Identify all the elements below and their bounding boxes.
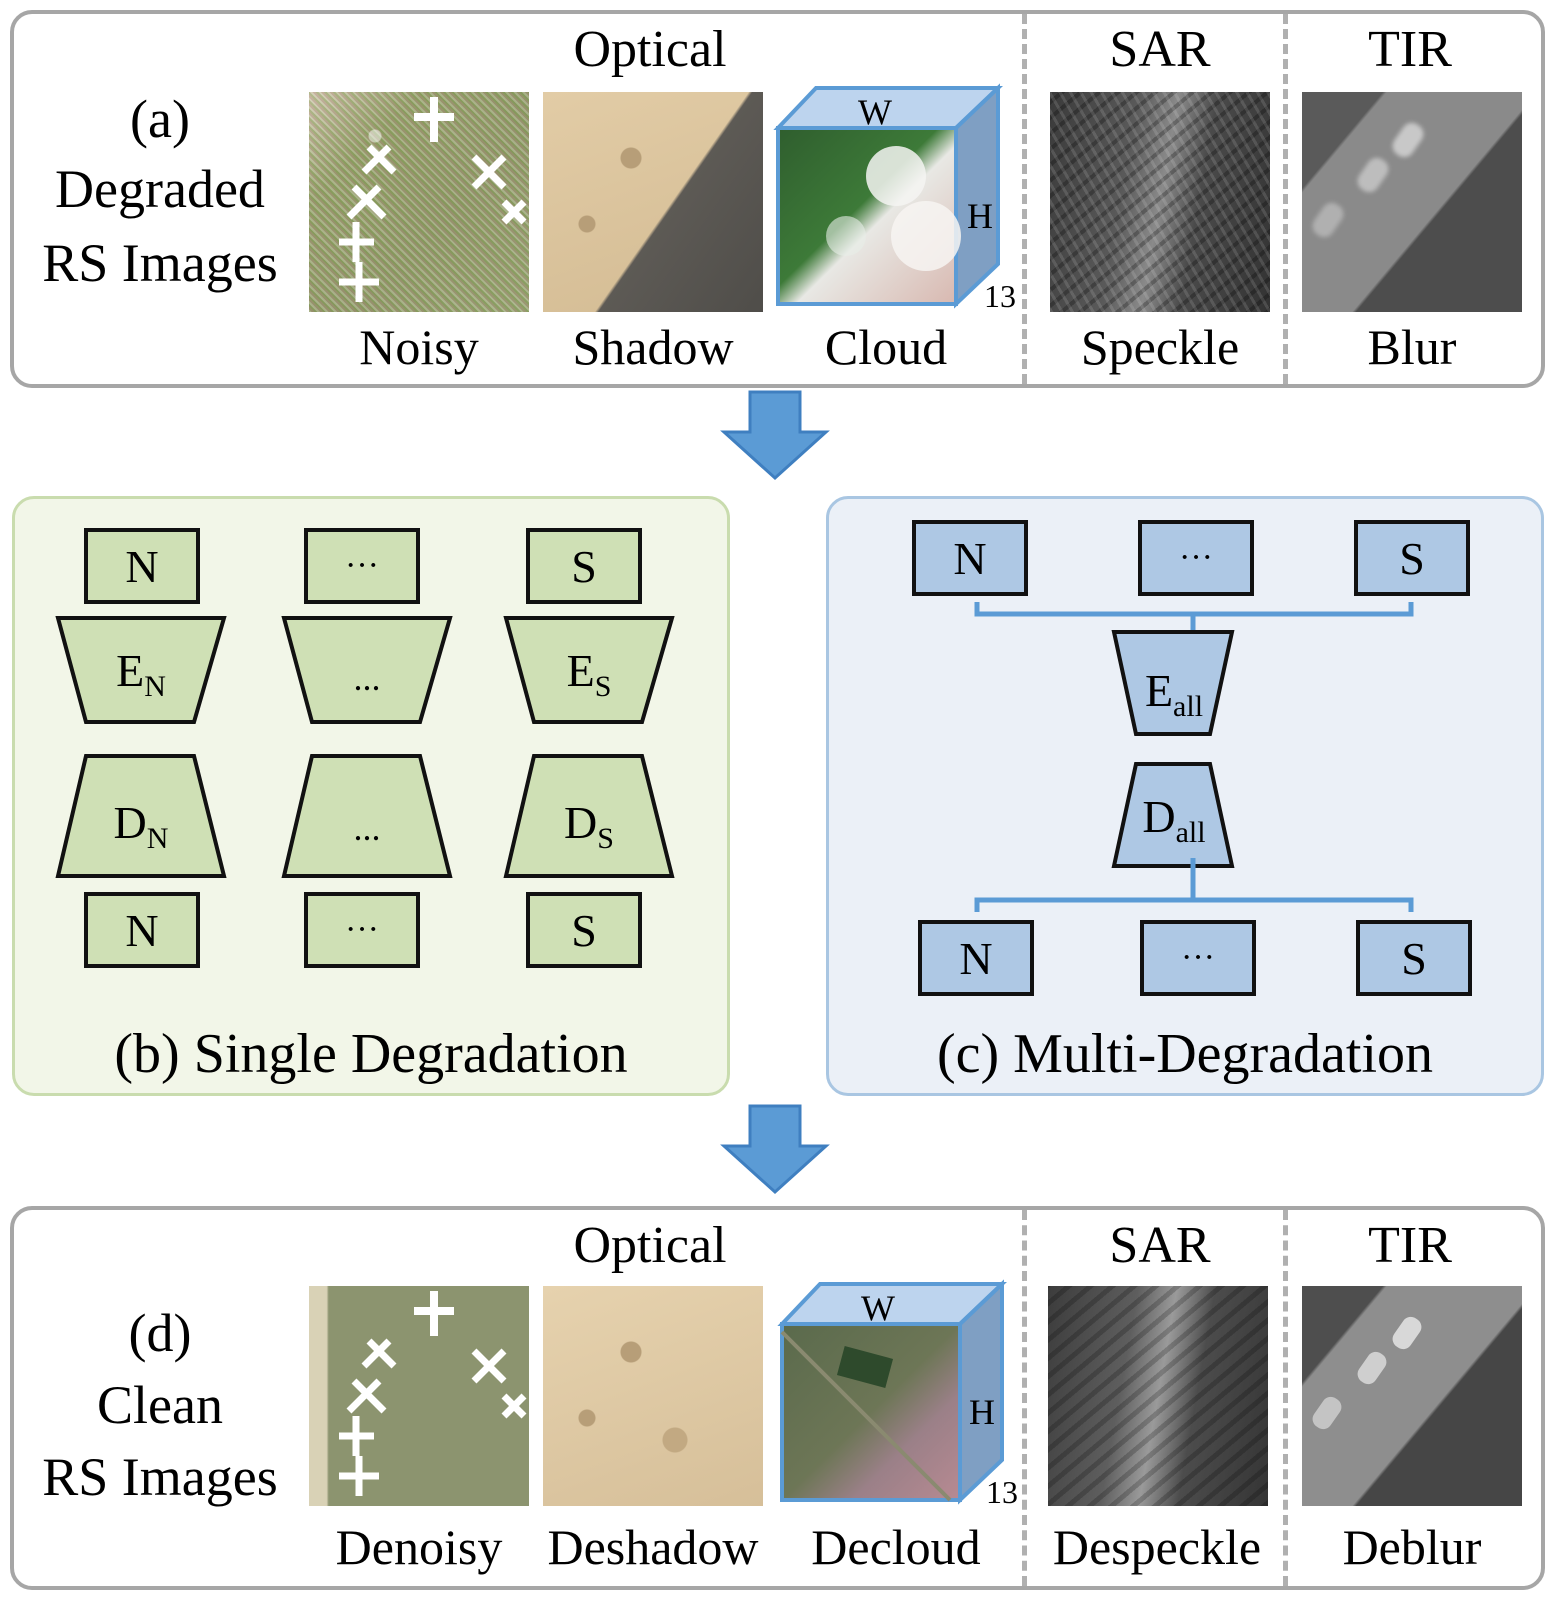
encoder-label-more: ... [353, 658, 381, 698]
decoder-subscript: N [146, 822, 169, 855]
caption-denoisy: Denoisy [335, 1519, 503, 1575]
panel-d-clean [10, 1206, 1545, 1590]
divider-dashed [1283, 14, 1288, 384]
encoder-trapezoid [55, 616, 227, 724]
cloud-cube [773, 83, 1003, 309]
group-tir-label: TIR [1368, 1217, 1452, 1274]
encoder-trapezoid [1111, 630, 1235, 736]
output-box-s: S [526, 892, 642, 968]
output-connector [974, 858, 1414, 912]
down-arrow-icon [720, 1104, 830, 1195]
decoder-letter: D [564, 797, 598, 848]
car-icon [1388, 118, 1428, 162]
panel-c-title: (c) Multi-Degradation [936, 1023, 1434, 1085]
decoder-subscript: all [1175, 816, 1206, 849]
decoder-subscript: S [597, 822, 614, 855]
divider-dashed [1283, 1210, 1288, 1586]
encoder-label-n: EN [86, 648, 196, 702]
airplanes-icon [339, 1291, 527, 1496]
decloud-cube [777, 1279, 1007, 1505]
input-box-n: N [912, 520, 1028, 596]
denoisy-image [309, 1286, 529, 1506]
decoder-trapezoid [55, 754, 227, 878]
car-icon [1354, 1348, 1390, 1388]
cube-h-label: H [967, 196, 993, 236]
airplanes-icon [339, 97, 527, 302]
decoder-label-n: DN [86, 800, 196, 854]
encoder-subscript: S [594, 670, 612, 703]
divider-dashed [1022, 14, 1027, 384]
down-arrow-icon [720, 390, 830, 481]
divider-dashed [1022, 1210, 1027, 1586]
deshadow-image [543, 1286, 763, 1506]
panel-a-label: (a) [130, 89, 190, 149]
caption-blur: Blur [1367, 319, 1457, 375]
caption-deshadow: Deshadow [547, 1519, 759, 1575]
input-box-s: S [1354, 520, 1470, 596]
cube-h-label: H [969, 1392, 995, 1432]
decoder-label-all: Dall [1128, 794, 1220, 848]
group-tir-label: TIR [1368, 21, 1452, 78]
group-optical-label: Optical [573, 21, 727, 78]
encoder-letter: E [566, 645, 595, 696]
cube-w-label: W [858, 92, 892, 132]
panel-d-label: (d) [128, 1303, 192, 1363]
encoder-subscript: N [144, 670, 166, 703]
output-box-n: N [918, 920, 1034, 996]
cube-w-label: W [861, 1288, 895, 1328]
caption-speckle: Speckle [1080, 319, 1240, 375]
car-icon [1353, 153, 1393, 197]
encoder-subscript: all [1173, 690, 1204, 723]
decoder-label-s: DS [534, 800, 644, 854]
output-box-more: ··· [304, 892, 420, 968]
deblur-image [1302, 1286, 1522, 1506]
encoder-label-all: Eall [1128, 668, 1220, 722]
caption-noisy: Noisy [359, 319, 479, 375]
car-icon [1308, 198, 1348, 242]
panel-b-title: (b) Single Degradation [114, 1023, 628, 1085]
caption-cloud: Cloud [824, 319, 948, 375]
decoder-trapezoid [503, 754, 675, 878]
output-box-s: S [1356, 920, 1472, 996]
encoder-trapezoid [503, 616, 675, 724]
shadow-image [543, 92, 763, 312]
input-box-s: S [526, 528, 642, 604]
noisy-image [309, 92, 529, 312]
group-sar-label: SAR [1109, 1217, 1211, 1274]
cube-bands-label: 13 [986, 1474, 1018, 1510]
despeckle-image [1048, 1286, 1268, 1506]
group-sar-label: SAR [1109, 21, 1211, 78]
caption-shadow: Shadow [572, 319, 734, 375]
output-box-n: N [84, 892, 200, 968]
blur-image [1302, 92, 1522, 312]
panel-d-title-line1: Clean [97, 1375, 223, 1435]
decoder-label-more: ... [353, 808, 381, 848]
panel-a-title-line2: RS Images [42, 233, 278, 293]
encoder-letter: E [1144, 665, 1174, 716]
panel-a-title-line1: Degraded [55, 159, 265, 219]
encoder-label-s: ES [534, 648, 644, 702]
input-box-more: ··· [304, 528, 420, 604]
encoder-trapezoid [281, 616, 453, 724]
caption-deblur: Deblur [1342, 1519, 1482, 1575]
car-icon [1309, 1393, 1345, 1433]
encoder-letter: E [116, 645, 145, 696]
decoder-letter: D [113, 797, 147, 848]
decoder-trapezoid [281, 754, 453, 878]
speckle-image [1050, 92, 1270, 312]
group-optical-label: Optical [573, 1217, 727, 1274]
output-box-more: ··· [1140, 920, 1256, 996]
caption-decloud: Decloud [811, 1519, 981, 1575]
caption-despeckle: Despeckle [1052, 1519, 1262, 1575]
input-box-n: N [84, 528, 200, 604]
decoder-trapezoid [1111, 762, 1235, 868]
cube-bands-label: 13 [984, 278, 1016, 314]
car-icon [1389, 1313, 1425, 1353]
panel-d-title-line2: RS Images [42, 1447, 278, 1507]
decoder-letter: D [1142, 791, 1176, 842]
input-box-more: ··· [1138, 520, 1254, 596]
